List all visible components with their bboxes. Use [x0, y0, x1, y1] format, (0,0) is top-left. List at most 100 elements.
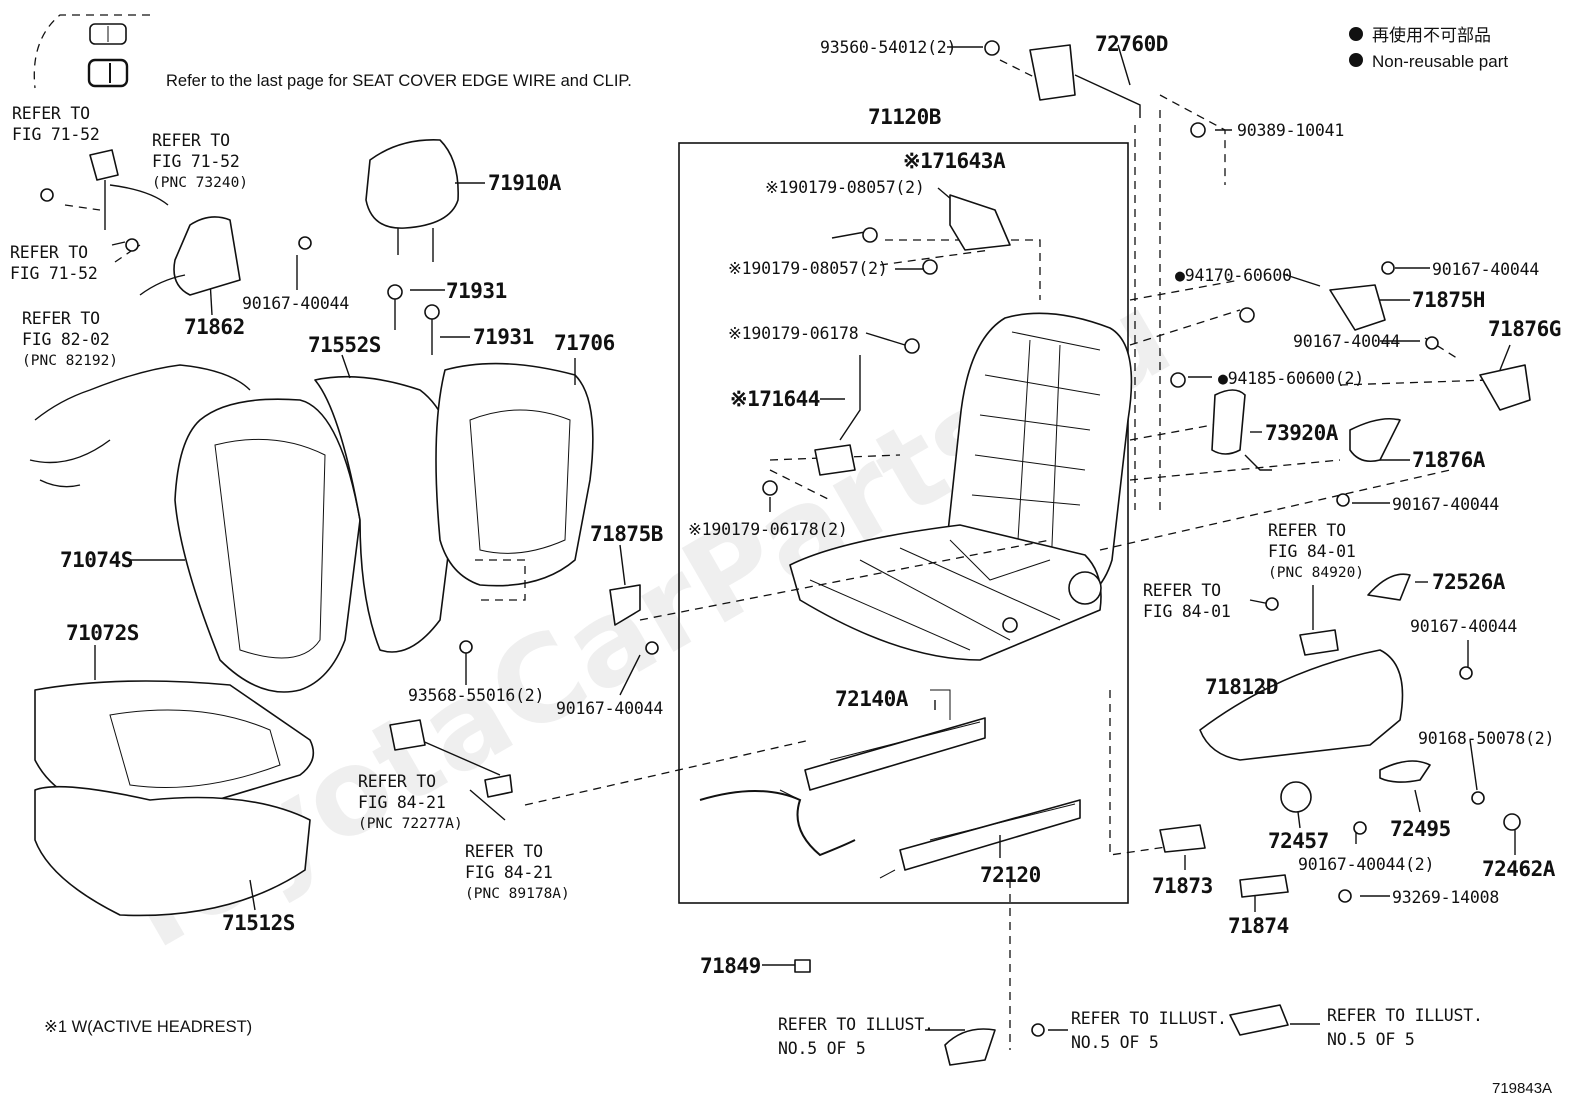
- legend-jp: 再使用不可部品: [1372, 25, 1491, 45]
- legend: 再使用不可部品 Non-reusable part: [1349, 25, 1508, 71]
- ref-line: FIG 71-52: [10, 264, 98, 283]
- part-label-90167-g: 90167-40044: [556, 699, 663, 718]
- ref-line: (PNC 89178A): [465, 886, 570, 902]
- part-label-71875H: 71875H: [1412, 288, 1485, 312]
- nut-icon: [922, 259, 938, 275]
- ref-line: REFER TO ILLUST.: [1071, 1009, 1227, 1028]
- part-labels: 93560-54012(2) 72760D 90389-10041 71120B…: [60, 32, 1561, 978]
- bolt-icon: [984, 40, 1000, 56]
- part-label-71812D: 71812D: [1205, 675, 1278, 699]
- part-label-71931-b: 71931: [473, 325, 534, 349]
- bolt-icon: [1353, 821, 1367, 835]
- illustration-code: 719843A: [1492, 1080, 1552, 1097]
- part-label-90179-06178-2: ※190179-06178(2): [688, 520, 848, 539]
- part-label-71644: ※171644: [730, 387, 820, 411]
- ref-fig-82-02: REFER TO FIG 82-02 (PNC 82192): [22, 309, 118, 369]
- ref-line: FIG 84-21: [358, 793, 446, 812]
- part-label-72495: 72495: [1390, 817, 1451, 841]
- part-label-90167-d: 90167-40044: [1410, 617, 1517, 636]
- ref-line: FIG 71-52: [152, 152, 240, 171]
- non-reusable-bullet-icon: [1349, 27, 1363, 41]
- bolt-icon: [1338, 889, 1352, 903]
- bolt-icon: [1381, 261, 1395, 275]
- ref-fig-84-21-a: REFER TO FIG 84-21 (PNC 72277A): [358, 772, 463, 832]
- part-label-90167-c: 90167-40044: [1392, 495, 1499, 514]
- cap-part: [1503, 813, 1521, 831]
- part-label-72140A: 72140A: [835, 687, 909, 711]
- part-label-73920A: 73920A: [1265, 421, 1339, 445]
- bolt-icon: [1031, 1023, 1045, 1037]
- part-label-90179-08057-a: ※190179-08057(2): [765, 178, 925, 197]
- nut-icon: [904, 338, 920, 354]
- ref-line: (PNC 73240): [152, 175, 248, 191]
- ref-line: (PNC 72277A): [358, 816, 463, 832]
- cover-part: [1229, 1004, 1289, 1036]
- ref-line: REFER TO: [358, 772, 436, 791]
- ref-line: REFER TO ILLUST.: [778, 1015, 934, 1034]
- shield-part: [1199, 649, 1404, 761]
- knob-part: [1280, 781, 1312, 813]
- seat-frame-box: [678, 142, 1129, 904]
- non-reusable-bullet-icon: [1349, 53, 1363, 67]
- ref-line: REFER TO: [10, 243, 88, 262]
- part-label-90167-f: 90167-40044: [242, 294, 349, 313]
- bolt-icon: [459, 640, 473, 654]
- part-label-72760D: 72760D: [1095, 32, 1168, 56]
- legend-en: Non-reusable part: [1372, 52, 1508, 71]
- ref-illust-c: REFER TO ILLUST. NO.5 OF 5: [1327, 1006, 1483, 1049]
- clip-legend-bracket: [33, 14, 150, 89]
- bolt-icon: [794, 959, 811, 973]
- part-label-94170: ●94170-60600: [1175, 266, 1292, 285]
- bolt-icon: [1471, 791, 1485, 805]
- bolt-icon: [645, 641, 659, 655]
- guide-part: [424, 304, 440, 320]
- part-label-90167-e: 90167-40044(2): [1298, 855, 1434, 874]
- ref-line: (PNC 82192): [22, 353, 118, 369]
- part-label-90167-b: 90167-40044: [1293, 332, 1400, 351]
- part-label-90168: 90168-50078(2): [1418, 729, 1554, 748]
- cover-part: [609, 584, 641, 626]
- airbag-part: [1211, 389, 1246, 455]
- ref-line: FIG 84-21: [465, 863, 553, 882]
- knob-part: [1367, 573, 1411, 601]
- nut-icon: [762, 480, 778, 496]
- part-label-72526A: 72526A: [1432, 570, 1506, 594]
- part-label-90389: 90389-10041: [1237, 121, 1344, 140]
- ref-line: REFER TO: [1268, 521, 1346, 540]
- active-headrest-bracket: [949, 194, 1011, 251]
- part-label-71643A: ※171643A: [903, 149, 1006, 173]
- ref-fig-71-52-a: REFER TO FIG 71-52: [12, 104, 100, 144]
- ref-fig-84-21-b: REFER TO FIG 84-21 (PNC 89178A): [465, 842, 570, 902]
- reference-labels: REFER TO FIG 71-52 REFER TO FIG 71-52 (P…: [10, 104, 1483, 1058]
- part-label-71074S: 71074S: [60, 548, 133, 572]
- ref-line: (PNC 84920): [1268, 565, 1364, 581]
- part-label-71876A: 71876A: [1412, 448, 1486, 472]
- part-label-71072S: 71072S: [66, 621, 139, 645]
- part-label-72457: 72457: [1268, 829, 1329, 853]
- ref-line: REFER TO: [465, 842, 543, 861]
- ref-line: FIG 71-52: [12, 125, 100, 144]
- ref-illust-b: REFER TO ILLUST. NO.5 OF 5: [1071, 1009, 1227, 1052]
- part-label-71849: 71849: [700, 954, 761, 978]
- part-label-71875B: 71875B: [590, 522, 663, 546]
- part-label-72462A: 72462A: [1482, 857, 1556, 881]
- part-label-90179-06178: ※190179-06178: [728, 324, 858, 343]
- part-label-93568: 93568-55016(2): [408, 686, 544, 705]
- nut-icon: [1239, 307, 1255, 323]
- ref-line: REFER TO: [12, 104, 90, 123]
- part-label-90179-08057-b: ※190179-08057(2): [728, 259, 888, 278]
- ref-illust-a: REFER TO ILLUST. NO.5 OF 5: [778, 1015, 934, 1058]
- part-label-72120: 72120: [980, 863, 1041, 887]
- bracket-part: [484, 774, 513, 798]
- ref-line: FIG 84-01: [1268, 542, 1356, 561]
- ref-line: FIG 82-02: [22, 330, 110, 349]
- clip-icon: [87, 58, 129, 88]
- part-label-71873: 71873: [1152, 874, 1213, 898]
- seat-frame-drawing: [789, 312, 1133, 661]
- ref-line: NO.5 OF 5: [1071, 1033, 1159, 1052]
- bolt-icon: [1265, 597, 1279, 611]
- seat-cover-note: Refer to the last page for SEAT COVER ED…: [166, 72, 632, 90]
- cover-part: [944, 1028, 996, 1066]
- part-label-71874: 71874: [1228, 914, 1289, 938]
- nut-icon: [40, 188, 54, 202]
